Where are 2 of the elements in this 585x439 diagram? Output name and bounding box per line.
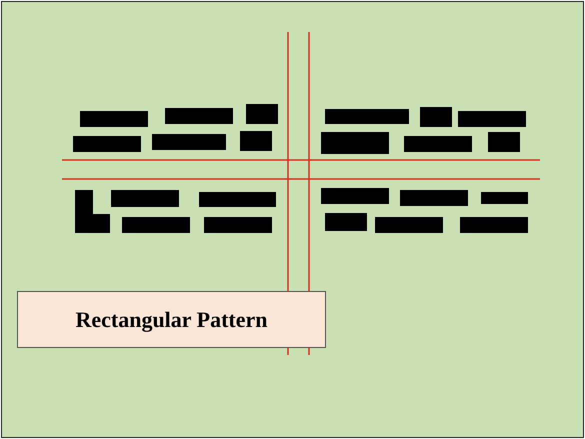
title-text: Rectangular Pattern <box>75 306 268 332</box>
title-label-box <box>17 291 326 348</box>
